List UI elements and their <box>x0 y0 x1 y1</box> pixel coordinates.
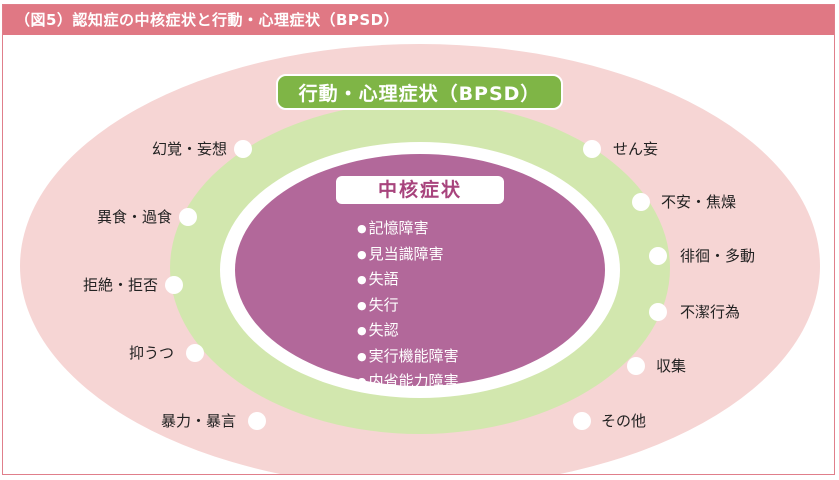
node-dot <box>649 303 667 321</box>
bpsd-title-badge: 行動・心理症状（BPSD） <box>276 74 563 110</box>
node-dot <box>234 140 252 158</box>
left-label: 暴力・暴言 <box>160 412 236 430</box>
node-dot <box>248 412 266 430</box>
node-dot <box>649 247 667 265</box>
list-item: 記憶障害 <box>357 216 459 242</box>
left-label: 幻覚・妄想 <box>151 140 227 158</box>
node-dot <box>632 193 650 211</box>
right-label: せん妄 <box>613 140 659 158</box>
list-item: 失語 <box>357 267 459 293</box>
node-dot <box>186 344 204 362</box>
core-symptom-list: 記憶障害 見当識障害 失語 失行 失認 実行機能障害 内省能力障害 <box>357 216 459 395</box>
right-label: 不安・焦燥 <box>661 193 737 211</box>
right-label: 収集 <box>656 357 687 375</box>
list-item: 見当識障害 <box>357 242 459 268</box>
left-label: 抑うつ <box>128 344 174 362</box>
core-title-badge: 中核症状 <box>336 176 504 204</box>
node-dot <box>583 140 601 158</box>
figure-title: （図5）認知症の中核症状と行動・心理症状（BPSD） <box>3 5 834 35</box>
left-label: 異食・過食 <box>96 208 172 226</box>
list-item: 失認 <box>357 318 459 344</box>
right-label: 徘徊・多動 <box>680 247 756 265</box>
node-dot <box>165 276 183 294</box>
list-item: 実行機能障害 <box>357 344 459 370</box>
node-dot <box>573 412 591 430</box>
left-label: 拒絶・拒否 <box>82 276 158 294</box>
right-label: 不潔行為 <box>680 303 741 321</box>
right-label: その他 <box>601 412 647 430</box>
list-item: 失行 <box>357 293 459 319</box>
list-item: 内省能力障害 <box>357 369 459 395</box>
node-dot <box>627 357 645 375</box>
node-dot <box>179 208 197 226</box>
